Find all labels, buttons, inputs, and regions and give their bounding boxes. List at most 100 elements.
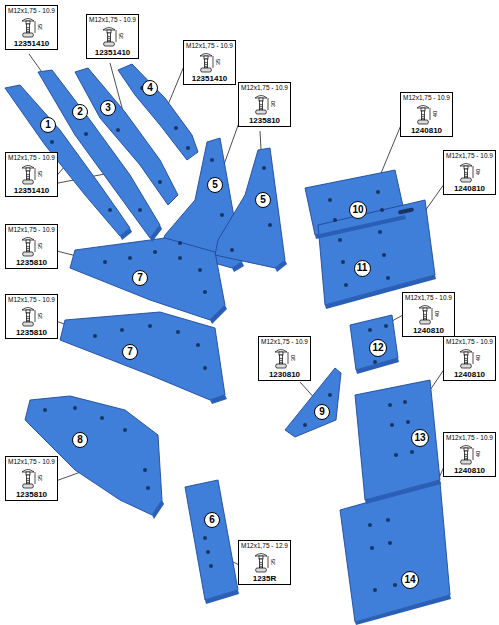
dimension-holder: 40 <box>431 103 439 125</box>
bolt-figure: 40 <box>458 442 482 466</box>
thread-line <box>26 250 29 251</box>
bolt-shank <box>259 101 262 110</box>
bolt-hole <box>210 158 214 162</box>
thread-line <box>26 176 29 177</box>
dimension-holder: 35 <box>36 163 44 185</box>
wear-part <box>318 200 435 305</box>
bolt-hole <box>108 208 112 212</box>
thread-line <box>421 118 424 119</box>
part-number: 1235R <box>253 574 277 583</box>
bolt-icon <box>415 103 431 125</box>
callout-number: 4 <box>147 83 153 93</box>
bolt-shank <box>259 559 262 568</box>
dimension-line <box>472 352 473 364</box>
bolt-length: 35 <box>37 475 43 482</box>
nut <box>22 484 33 488</box>
bolt-hole <box>93 334 97 338</box>
bolt-hole <box>390 423 394 427</box>
bolt-shank <box>464 169 467 178</box>
bolt-spec-box: M12x1,75 - 10.9351235810 <box>5 224 58 269</box>
bolt-figure: 35 <box>253 550 277 574</box>
bolt-hole <box>403 400 407 404</box>
bolt-hole <box>388 541 392 545</box>
bolt-icon <box>198 51 214 73</box>
bolt-spec-box: M12x1,75 - 10.93512351410 <box>5 152 58 197</box>
thread-line <box>204 62 207 63</box>
bolt-spec-box: M12x1,75 - 10.9401240810 <box>443 432 496 477</box>
bolt-head <box>275 350 287 353</box>
bolt-hole <box>386 276 390 280</box>
callout-number: 9 <box>319 407 325 417</box>
dimension-holder: 40 <box>474 443 482 465</box>
nut <box>417 120 428 124</box>
part-number: 12351410 <box>192 74 228 83</box>
bolt-length: 35 <box>118 33 124 40</box>
bolt-hole <box>158 180 162 184</box>
bolt-icon <box>460 446 473 465</box>
bolt-hole <box>338 238 342 242</box>
bolt-figure: 35 <box>20 304 44 328</box>
bolt-hole <box>220 213 224 217</box>
callout-number: 7 <box>122 344 138 360</box>
bolt-hole <box>174 126 178 130</box>
bolt-spec-box: M12x1,75 - 10.93512351410 <box>5 5 58 50</box>
callout-number: 3 <box>100 100 116 116</box>
bolt-hole <box>73 406 77 410</box>
bolt-length: 35 <box>37 313 43 320</box>
nut <box>22 33 33 37</box>
wear-part <box>70 238 225 320</box>
bolt-length: 35 <box>215 59 221 66</box>
thread-line <box>259 108 262 109</box>
bolt-icon <box>275 350 288 369</box>
bolt-icon <box>273 347 289 369</box>
bolt-neck <box>259 556 263 559</box>
bolt-icon <box>255 554 268 573</box>
thread-line <box>259 104 262 105</box>
bolt-spec: M12x1,75 - 10.9 <box>405 294 452 302</box>
bolt-length: 35 <box>37 243 43 250</box>
part-number: 12351410 <box>14 186 50 195</box>
bolt-hole <box>100 416 104 420</box>
thread-line <box>464 456 467 457</box>
bolt-figure: 35 <box>20 466 44 490</box>
bolt-shank <box>26 313 29 322</box>
bolt-hole <box>262 166 266 170</box>
callout-number: 11 <box>357 263 368 273</box>
thread-line <box>464 362 467 363</box>
dimension-holder: 35 <box>36 16 44 38</box>
bolt-head <box>460 164 472 167</box>
thread-line <box>423 314 426 315</box>
part-number: 1235810 <box>16 258 47 267</box>
part-edge-shade <box>120 215 451 625</box>
callout-number: 12 <box>369 339 387 357</box>
bolt-spec: M12x1,75 - 10.9 <box>446 152 493 160</box>
slot <box>398 207 414 214</box>
thread-line <box>279 358 282 359</box>
part-edge-shade <box>356 358 399 374</box>
thread-line <box>464 360 467 361</box>
thread-line <box>464 358 467 359</box>
dimension-line <box>431 308 432 320</box>
part-number: 12351410 <box>95 48 131 57</box>
bolt-hole <box>203 290 207 294</box>
part-edge-shade <box>365 480 441 504</box>
dimension-line <box>472 166 473 178</box>
part-edge-shade <box>275 260 287 272</box>
bolt-neck <box>464 448 468 451</box>
bolt-length: 35 <box>37 171 43 178</box>
thread-line <box>259 564 262 565</box>
dimension-line <box>472 448 473 460</box>
bolt-figure: 35 <box>198 50 222 74</box>
bolt-icon <box>458 443 474 465</box>
bolt-hole <box>123 428 127 432</box>
callout-number: 6 <box>204 512 220 528</box>
bolt-hole <box>143 468 147 472</box>
callout-number: 6 <box>209 515 215 525</box>
callout-number: 10 <box>352 205 363 215</box>
nut <box>200 68 211 72</box>
bolt-spec-box: M12x1,75 - 10.9351235810 <box>5 294 58 339</box>
thread-line <box>259 566 262 567</box>
part-edge-shade <box>205 590 239 604</box>
callout-number: 14 <box>401 571 419 589</box>
